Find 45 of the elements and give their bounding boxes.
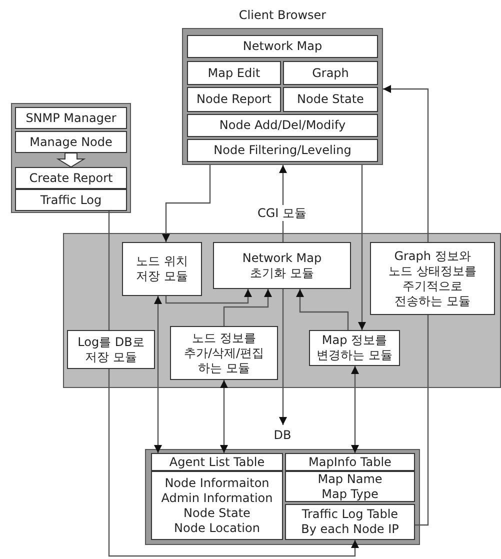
hollow-arrow [56,152,86,168]
module-box: Node Report [187,87,281,112]
module-box: Map Edit [187,61,281,85]
arrow [108,369,359,557]
connector-line [108,211,110,330]
module-box: Create Report [15,167,127,189]
arrow [296,289,349,330]
module-box: SNMP Manager [15,107,127,129]
connector-line [415,315,429,526]
module-box: Graph 정보와 노드 상태정보를 주기적으로 전송하는 모듈 [370,242,495,315]
module-box: Network Map [187,35,378,58]
arrow [279,289,287,425]
module-box: Map 정보를 변경하는 모듈 [309,330,400,366]
arrow [279,165,287,242]
module-box: MapInfo Table [285,453,415,471]
module-box: Node State [283,87,378,112]
box-text: 초기화 모듈 [250,266,314,280]
box-text: Node Location [174,520,260,536]
box-text: Map Type [322,486,378,502]
arrow [154,296,162,453]
arrow [220,380,228,453]
arrow [383,85,429,242]
table-box [151,471,283,540]
module-box: 노드 위치 저장 모듈 [122,242,202,296]
arrow [162,165,211,242]
box-text: Admin Information [161,490,273,506]
module-box: Manage Node [15,131,127,153]
box-text: Map Name [318,472,382,486]
arrow [351,366,359,453]
box-text: Node State [184,506,250,520]
module-box: Agent List Table [151,453,283,471]
module-box: Traffic Log Table By each Node IP [285,504,415,540]
module-box: Log를 DB로 저장 모듈 [67,330,155,369]
arrow [165,289,252,304]
box-text: Network Map [242,250,322,266]
module-box: Node Filtering/Leveling [187,139,378,162]
module-box: Traffic Log [15,189,127,211]
table-box [285,471,415,502]
arrow [223,289,272,326]
arrow [358,165,366,330]
module-box: Graph [283,61,378,85]
table-box [213,242,351,289]
module-box: Node Add/Del/Modify [187,114,378,137]
module-box: 노드 정보를 추가/삭제/편집 하는 모듈 [170,326,278,380]
box-text: Node Informaiton [164,476,270,490]
